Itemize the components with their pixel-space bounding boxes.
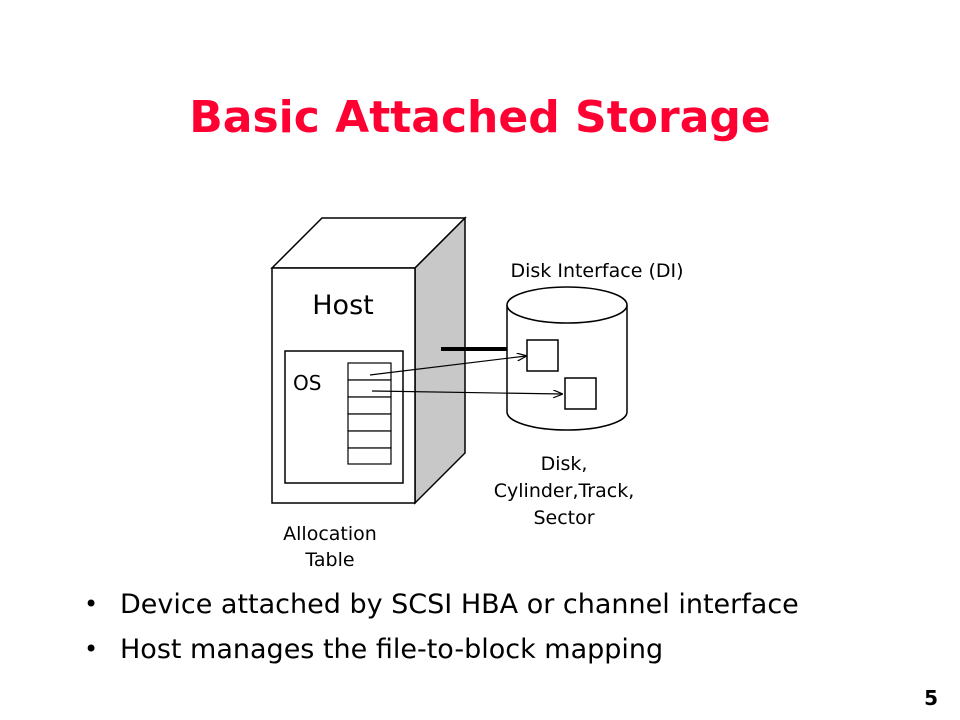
mapping-arrow	[371, 391, 562, 394]
bullet-dot-icon: •	[84, 590, 99, 618]
disk-body	[506, 305, 628, 431]
bullet-list: • Device attached by SCSI HBA or channel…	[84, 582, 799, 672]
bullet-dot-icon: •	[84, 635, 99, 663]
allocation-table	[347, 362, 392, 465]
disk-label-line3: Sector	[533, 507, 594, 529]
allocation-table-label-line1: Allocation	[283, 523, 377, 545]
allocation-table-slot	[347, 413, 392, 432]
bullet-item: • Host manages the file-to-block mapping	[84, 627, 799, 672]
allocation-table-label-line2: Table	[304, 549, 354, 571]
mapping-arrow	[369, 356, 526, 376]
disk-block	[564, 377, 597, 410]
disk-block	[526, 339, 559, 372]
disk-label-line2: Cylinder,Track,	[494, 480, 634, 502]
disk-top	[506, 286, 628, 324]
allocation-table-slot	[347, 447, 392, 465]
allocation-table-slot	[347, 430, 392, 449]
host-tower: Host OS	[270, 216, 467, 505]
bullet-text: Host manages the file-to-block mapping	[120, 634, 664, 665]
disk-cylinder	[506, 286, 628, 431]
host-label: Host	[312, 290, 373, 321]
page-number: 5	[924, 686, 938, 710]
slide-title: Basic Attached Storage	[189, 92, 771, 143]
os-label: OS	[293, 371, 321, 395]
disk-label-line1: Disk,	[541, 453, 588, 475]
disk-interface-label: Disk Interface (DI)	[510, 260, 683, 282]
bullet-item: • Device attached by SCSI HBA or channel…	[84, 582, 799, 627]
host-side-face	[414, 216, 466, 505]
allocation-table-slot	[347, 379, 392, 398]
bullet-text: Device attached by SCSI HBA or channel i…	[120, 589, 799, 620]
allocation-table-slot	[347, 396, 392, 415]
allocation-table-slot	[347, 362, 392, 381]
